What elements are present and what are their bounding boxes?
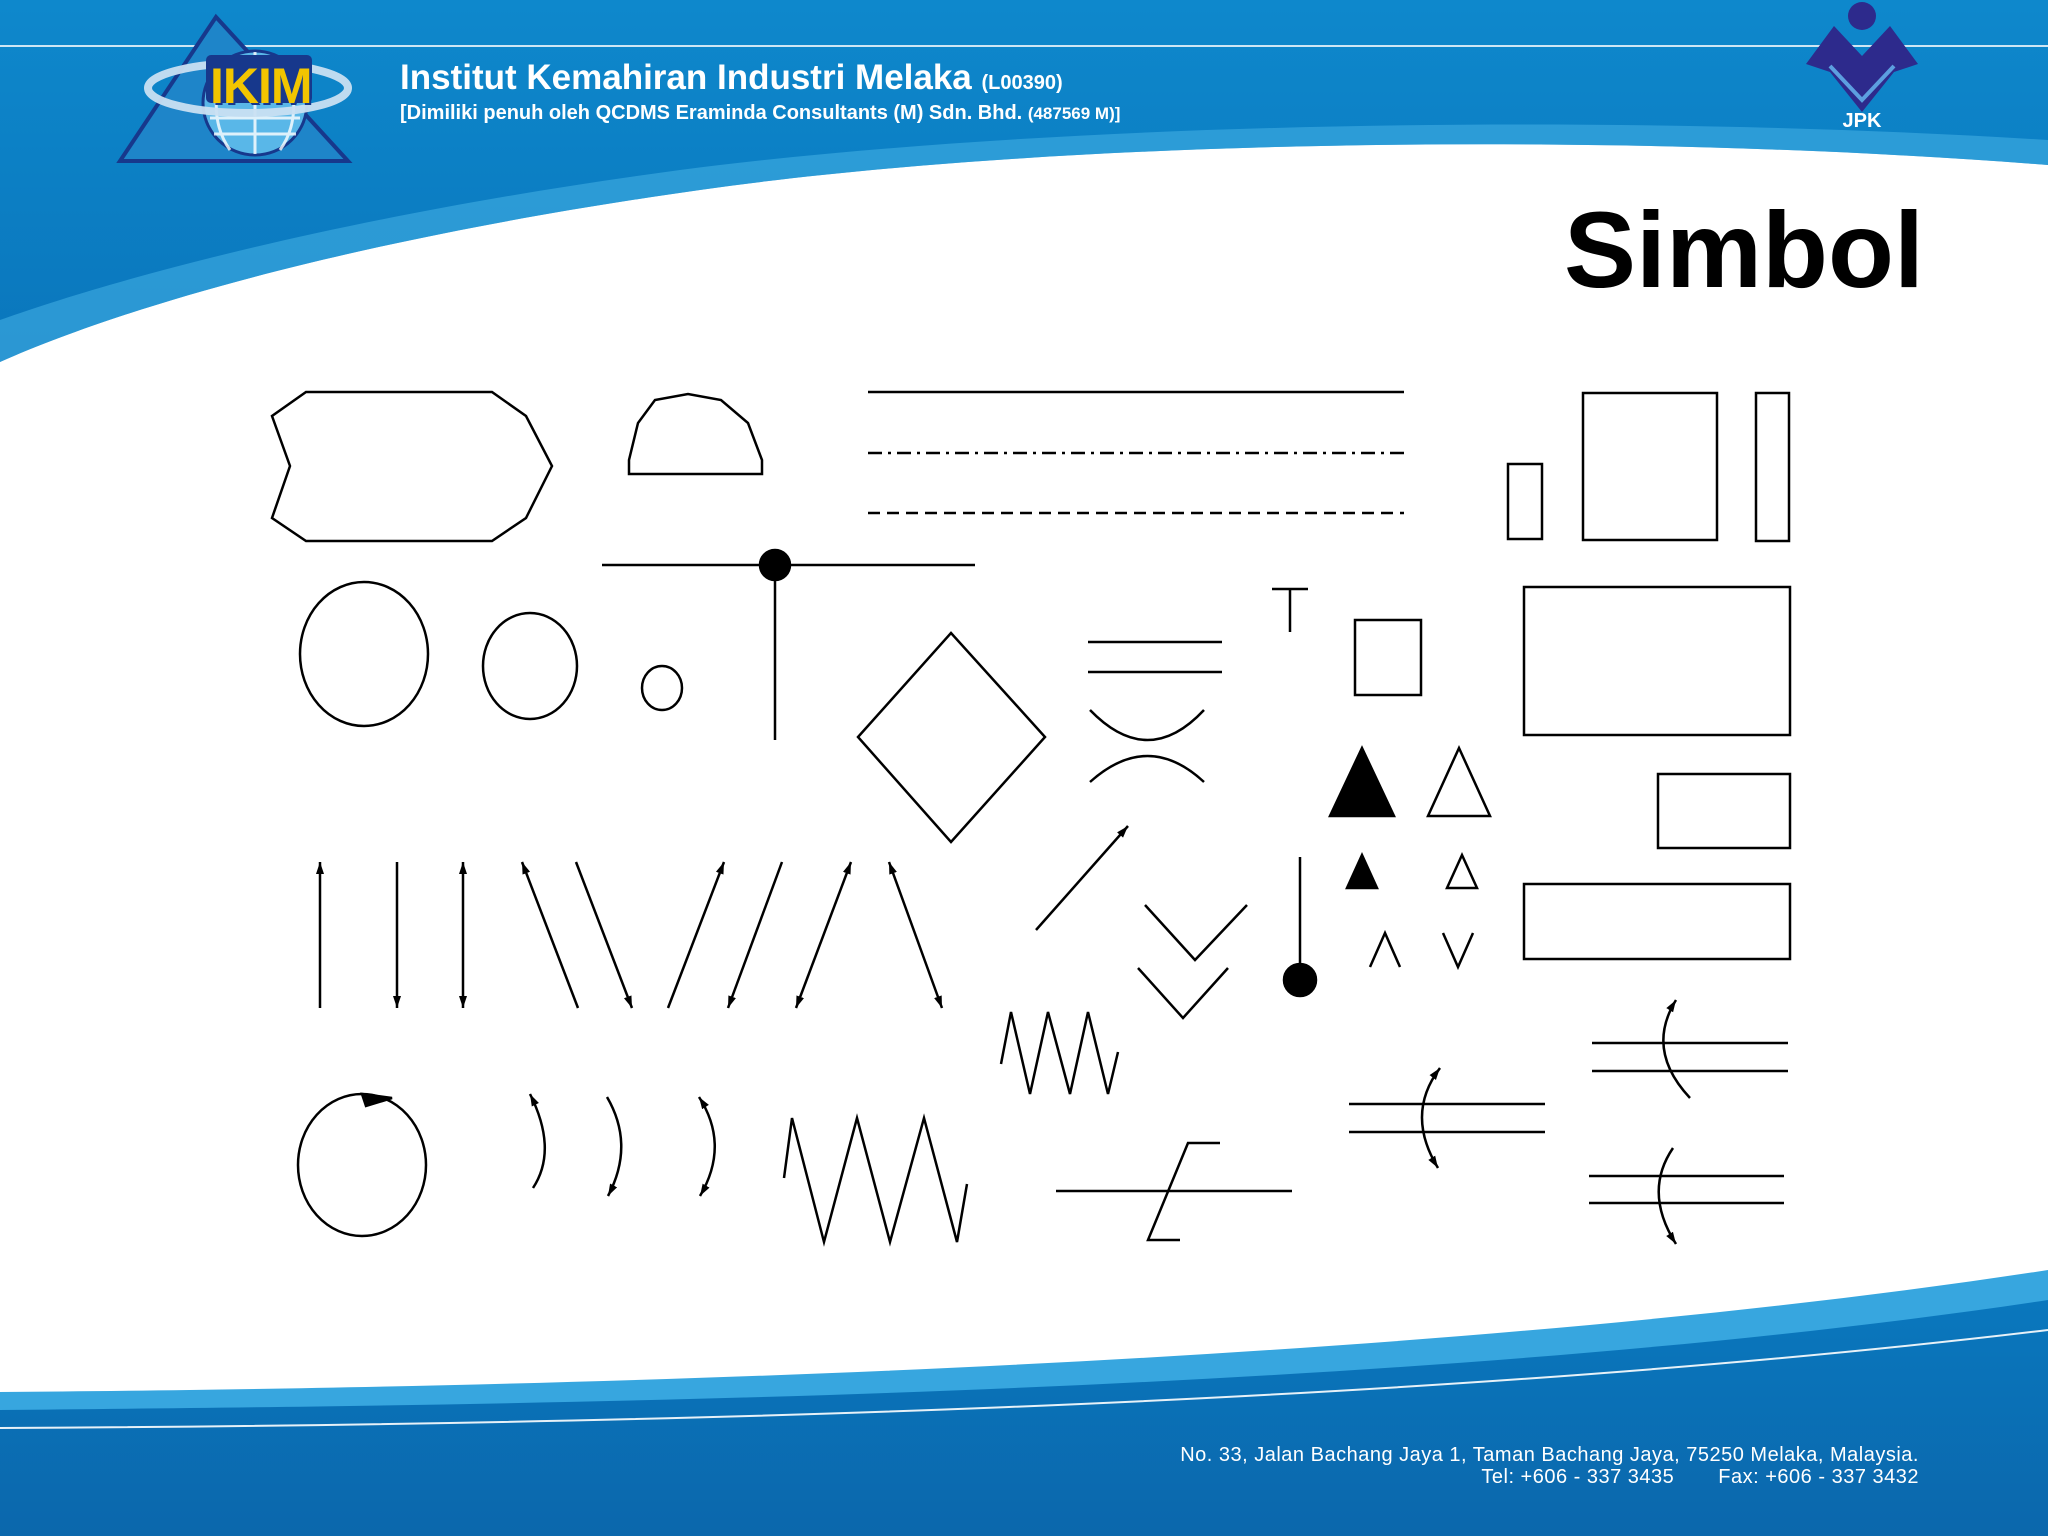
diamond-shape — [856, 631, 1047, 844]
convex-arc — [1089, 754, 1205, 783]
arrow-diagonal-down-right — [574, 861, 634, 1009]
concave-arc — [1089, 709, 1205, 742]
jpk-logo — [1806, 2, 1918, 112]
outline-triangle — [1426, 744, 1492, 818]
arrow-diagonal-up-left — [520, 861, 580, 1009]
octagon-main — [270, 390, 554, 543]
arrow-double-diagonal-left — [887, 861, 944, 1009]
large-zigzag — [782, 1113, 969, 1247]
page-title: Simbol — [1563, 189, 1924, 310]
ownership-text: [Dimiliki penuh oleh QCDMS Eraminda Cons… — [400, 102, 1023, 124]
square — [1581, 391, 1719, 542]
offset-slash — [1146, 1141, 1220, 1242]
chevron-upper — [1144, 904, 1248, 962]
upper-curved-arrow — [1662, 999, 1691, 1099]
institute-name: Institut Kemahiran Industri Melaka (L003… — [400, 58, 1063, 98]
curved-arrow-down — [605, 1096, 623, 1197]
footer-contact: Tel: +606 - 337 3435 Fax: +606 - 337 3432 — [1481, 1466, 1919, 1489]
filled-triangle — [1328, 745, 1396, 818]
arrow-double-diagonal-right — [794, 861, 853, 1009]
institute-name-text: Institut Kemahiran Industri Melaka — [400, 58, 972, 97]
jpk-label: JPK — [1842, 110, 1882, 132]
small-outline-triangle — [1445, 851, 1479, 890]
medium-rectangle — [1656, 772, 1792, 850]
footer-address: No. 33, Jalan Bachang Jaya 1, Taman Bach… — [1180, 1444, 1919, 1466]
arrow-diagonal-long — [1035, 825, 1129, 931]
footer-tel: Tel: +606 - 337 3435 — [1481, 1466, 1675, 1488]
ikim-logo-text: IKIM — [210, 58, 313, 114]
caret-down — [1441, 932, 1475, 971]
large-rectangle — [1522, 585, 1792, 737]
chevron-lower — [1137, 967, 1229, 1020]
institute-code: (L00390) — [981, 72, 1063, 94]
lower-curved-arrow — [1657, 1147, 1678, 1245]
footer-light-swoosh — [0, 1270, 2048, 1410]
wide-rectangle — [1522, 882, 1792, 961]
ikim-triangle-logo — [116, 13, 353, 163]
ownership-line: [Dimiliki penuh oleh QCDMS Eraminda Cons… — [400, 102, 1120, 125]
footer-fax: Fax: +606 - 337 3432 — [1718, 1466, 1919, 1488]
curved-arrow-up — [528, 1093, 547, 1189]
arrow-diagonal-up-right — [666, 861, 726, 1009]
small-ellipse — [640, 664, 684, 712]
footer-white-rule — [0, 1329, 2048, 1429]
ownership-code: (487569 M)] — [1027, 104, 1121, 123]
half-circle-shape — [627, 392, 764, 476]
medium-ellipse — [481, 611, 579, 721]
large-ellipse — [298, 580, 430, 728]
small-square — [1353, 618, 1423, 697]
header-band — [0, 0, 2048, 362]
pin-dot — [1282, 962, 1318, 998]
small-tall-rectangle — [1506, 462, 1544, 541]
arrow-diagonal-down-left — [726, 861, 784, 1009]
caret-up — [1368, 929, 1402, 968]
small-filled-triangle — [1345, 851, 1379, 890]
small-zigzag — [999, 1011, 1120, 1095]
narrow-tall-rectangle — [1754, 391, 1791, 543]
middle-curved-double-arrow — [1420, 1067, 1441, 1169]
rotation-arrowhead — [360, 1092, 393, 1108]
rotation-circle — [296, 1092, 428, 1238]
header-light-swoosh — [0, 124, 2048, 363]
tee-symbol — [1272, 587, 1308, 632]
curved-arrow-double — [697, 1096, 716, 1197]
tee-node-dot — [758, 548, 792, 582]
